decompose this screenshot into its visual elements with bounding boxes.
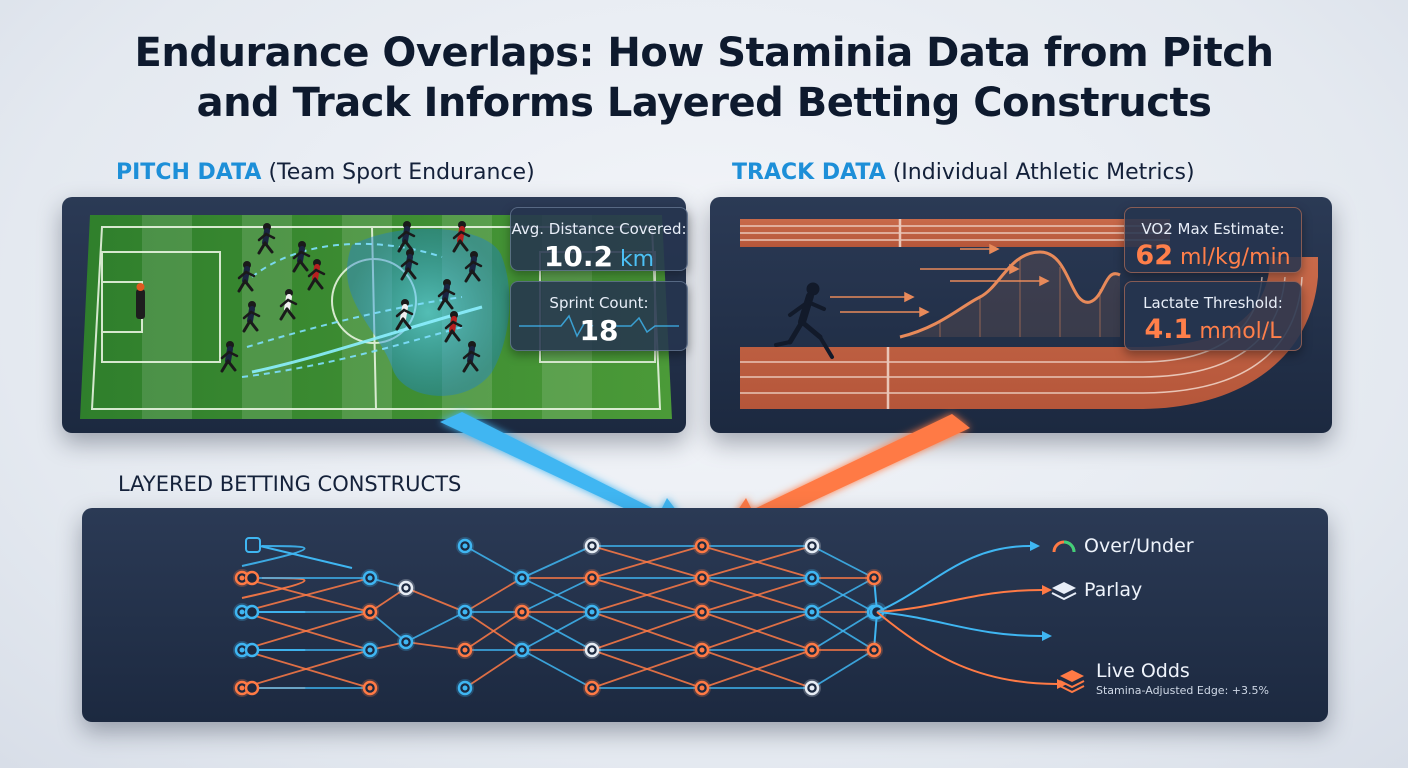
sprint-metric-value: 18 (579, 314, 619, 347)
network-node (456, 537, 474, 555)
sprint-metric-label: Sprint Count: (549, 294, 649, 312)
player-figure (257, 223, 276, 255)
distance-metric-card: Avg. Distance Covered: 10.2 km (510, 207, 688, 273)
constructs-section-heading: LAYERED BETTING CONSTRUCTS (118, 472, 462, 496)
distance-metric-value: 10.2 km (543, 240, 655, 273)
network-node (693, 537, 711, 555)
title-line-1: Endurance Overlaps: How Staminia Data fr… (134, 30, 1274, 76)
vo2-metric-card: VO2 Max Estimate: 62 ml/kg/min (1124, 207, 1302, 273)
network-node (583, 537, 601, 555)
network-node (583, 603, 601, 621)
gauge-icon (1052, 540, 1076, 553)
distance-metric-label: Avg. Distance Covered: (511, 220, 687, 238)
network-node (397, 633, 415, 651)
network-node (583, 679, 601, 697)
player-figure (464, 251, 483, 283)
player-figure (452, 221, 471, 253)
network-node (397, 579, 415, 597)
layers-icon (1051, 582, 1077, 601)
lactate-metric-card: Lactate Threshold: 4.1 mmol/L (1124, 281, 1302, 351)
network-node (693, 569, 711, 587)
network-node (803, 537, 821, 555)
network-node (361, 569, 379, 587)
output-live-odds-label: Live Odds (1096, 660, 1190, 682)
orange-arrow (722, 414, 970, 536)
player-figure (242, 301, 261, 333)
player-figure (395, 299, 414, 331)
players-illustration (220, 221, 483, 373)
pitch-section-heading: PITCH DATA (Team Sport Endurance) (116, 160, 535, 185)
network-node (513, 569, 531, 587)
network-node (693, 603, 711, 621)
network-node (456, 641, 474, 659)
network-node (456, 679, 474, 697)
player-figure (444, 311, 463, 343)
title-line-2: and Track Informs Layered Betting Constr… (196, 80, 1212, 126)
player-figure (237, 261, 256, 293)
stacked-layers-icon (1059, 670, 1085, 694)
vo2-metric-value: 62 ml/kg/min (1135, 240, 1291, 271)
network-node (513, 641, 531, 659)
network-node (513, 603, 531, 621)
network-node (456, 603, 474, 621)
betting-network-diagram (233, 537, 1085, 697)
input-node (244, 680, 260, 696)
player-figure (437, 279, 456, 311)
network-node (865, 641, 883, 659)
network-node (803, 679, 821, 697)
input-node (244, 642, 260, 658)
player-figure (292, 241, 311, 273)
network-node (361, 679, 379, 697)
track-section-heading: TRACK DATA (Individual Athletic Metrics) (732, 160, 1195, 185)
blue-arrow (440, 412, 694, 538)
lactate-metric-value: 4.1 mmol/L (1144, 314, 1282, 345)
player-figure (462, 341, 481, 373)
output-parlay-label: Parlay (1084, 579, 1143, 601)
pitch-panel: Avg. Distance Covered: 10.2 km Sprint Co… (62, 197, 688, 433)
network-node (361, 641, 379, 659)
network-node (865, 569, 883, 587)
network-node (693, 641, 711, 659)
page-title: Endurance Overlaps: How Staminia Data fr… (0, 28, 1408, 128)
network-node (361, 603, 379, 621)
network-node (583, 569, 601, 587)
input-node (244, 570, 260, 586)
network-node (803, 569, 821, 587)
track-panel: VO2 Max Estimate: 62 ml/kg/min Lactate T… (710, 197, 1332, 433)
network-node (583, 641, 601, 659)
input-node (244, 604, 260, 620)
running-track-illustration (740, 219, 1318, 409)
network-node (803, 641, 821, 659)
network-node (693, 679, 711, 697)
player-figure (400, 249, 419, 281)
lactate-metric-label: Lactate Threshold: (1143, 294, 1283, 312)
player-figure (397, 221, 416, 253)
output-live-odds-note: Stamina-Adjusted Edge: +3.5% (1096, 684, 1269, 697)
sprint-metric-card: Sprint Count: 18 (510, 281, 688, 351)
network-node (803, 603, 821, 621)
heartbeat-line-icon (519, 314, 679, 338)
vo2-metric-label: VO2 Max Estimate: (1141, 220, 1285, 238)
player-figure (307, 259, 326, 291)
output-over-under-label: Over/Under (1084, 535, 1194, 557)
player-figure (279, 289, 298, 321)
player-figure (220, 341, 239, 373)
constructs-panel: Over/Under Parlay Live Odds Stamina-Adju… (82, 508, 1328, 722)
